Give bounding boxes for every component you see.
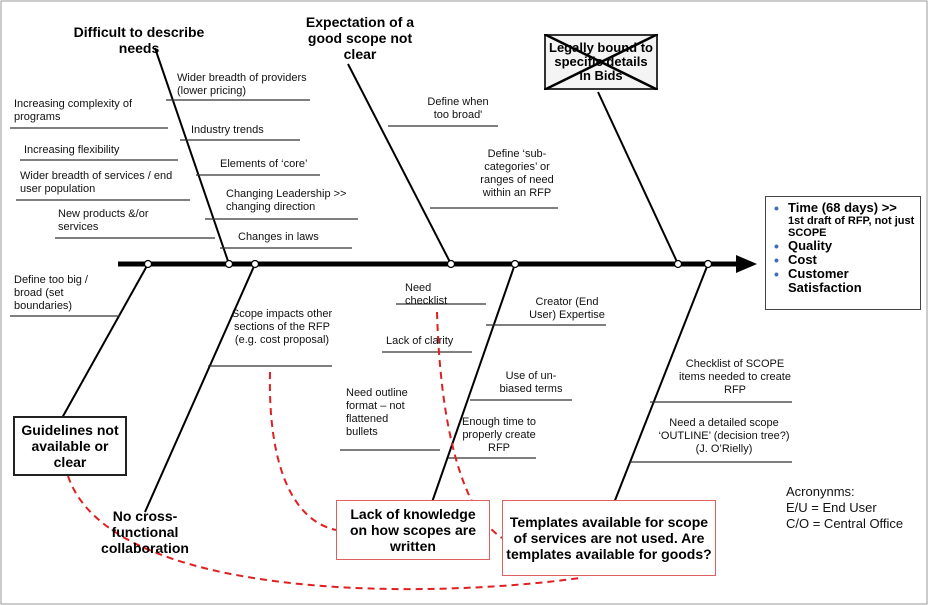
category-templates: Templates available for scope of service… xyxy=(506,514,712,562)
cause-flexibility: Increasing flexibility xyxy=(24,144,120,156)
cause-enough-time: Enough time to properly create RFP xyxy=(462,416,536,454)
spine-node xyxy=(143,259,153,269)
bone-expectation xyxy=(347,63,452,265)
bone-no-cross xyxy=(144,263,256,513)
acronym-eu: E/U = End User xyxy=(786,500,877,515)
spine-node xyxy=(703,259,713,269)
cause-need-outline: Need outline format – not flattened bull… xyxy=(346,387,408,438)
spine-arrowhead xyxy=(736,255,757,273)
category-lack-knowledge-box: Lack of knowledge on how scopes are writ… xyxy=(336,500,490,560)
cause-define-big: Define too big / broad (set boundaries) xyxy=(14,274,88,312)
acronym-co: C/O = Central Office xyxy=(786,516,904,531)
spine-node xyxy=(250,259,260,269)
cause-lack-clarity: Lack of clarity xyxy=(386,335,454,347)
acronyms-legend: Acronynms: E/U = End User C/O = Central … xyxy=(786,484,903,532)
cause-need-checklist: Need checklist xyxy=(405,282,448,307)
effect-item-time: Time (68 days) >> 1st draft of RFP, not … xyxy=(774,200,920,240)
cause-checklist-scope: Checklist of SCOPE items needed to creat… xyxy=(679,358,791,396)
cause-industry-trends: Industry trends xyxy=(191,124,264,136)
bone-templates xyxy=(611,263,709,509)
bone-difficult-needs xyxy=(154,47,230,265)
dashed-scope-to-knowledge xyxy=(268,371,337,531)
category-difficult-needs: Difficult to describe needs xyxy=(73,24,205,56)
cause-complexity: Increasing complexity of programs xyxy=(14,98,132,123)
cause-changing-leadership: Changing Leadership >> changing directio… xyxy=(226,188,347,213)
effect-item-quality: Quality xyxy=(774,239,920,254)
cause-wider-providers: Wider breadth of providers (lower pricin… xyxy=(177,72,307,97)
category-expectation: Expectation of a good scope not clear xyxy=(305,14,415,62)
cause-scope-impacts: Scope impacts other sections of the RFP … xyxy=(231,308,333,346)
cause-subcategories: Define ‘sub-categories’ or ranges of nee… xyxy=(480,148,554,199)
cause-define-broad: Define when too broad' xyxy=(427,96,489,121)
effect-item-cost: Cost xyxy=(774,253,920,268)
effect-item-customer-satisfaction: Customer Satisfaction xyxy=(774,267,920,295)
bone-guidelines xyxy=(61,263,149,419)
cause-wider-services: Wider breadth of services / end user pop… xyxy=(20,170,173,195)
spine-node xyxy=(673,259,683,269)
category-guidelines-box: Guidelines not available or clear xyxy=(13,416,127,476)
cause-creator-expertise: Creator (End User) Expertise xyxy=(529,296,605,321)
spine-node xyxy=(446,259,456,269)
cause-elements-core: Elements of ‘core’ xyxy=(220,158,308,170)
acronyms-title: Acronynms: xyxy=(786,484,855,499)
category-no-cross: No cross-functional collaboration xyxy=(101,508,189,556)
spine-node xyxy=(224,259,234,269)
category-templates-box: Templates available for scope of service… xyxy=(502,500,716,576)
effect-box: Time (68 days) >> 1st draft of RFP, not … xyxy=(765,196,921,310)
effect-time-sub: 1st draft of RFP, not just SCOPE xyxy=(788,215,915,239)
category-guidelines: Guidelines not available or clear xyxy=(21,422,119,470)
effect-time-main: Time (68 days) >> xyxy=(788,200,897,215)
cause-changes-laws: Changes in laws xyxy=(238,231,319,243)
bone-legally-bound xyxy=(597,91,679,265)
bone-lack-knowledge xyxy=(429,263,516,509)
cause-unbiased: Use of un-biased terms xyxy=(499,370,563,395)
cause-detailed-outline: Need a detailed scope ‘OUTLINE’ (decisio… xyxy=(658,417,790,455)
spine-node xyxy=(510,259,520,269)
category-lack-knowledge: Lack of knowledge on how scopes are writ… xyxy=(349,506,477,554)
cause-new-products: New products &/or services xyxy=(58,208,149,233)
category-legally-bound-box: Legally bound to specific details in Bid… xyxy=(544,34,658,90)
cross-out-icon xyxy=(544,34,658,90)
effect-list: Time (68 days) >> 1st draft of RFP, not … xyxy=(766,197,920,295)
dashed-guidelines-to-templates xyxy=(67,475,581,591)
